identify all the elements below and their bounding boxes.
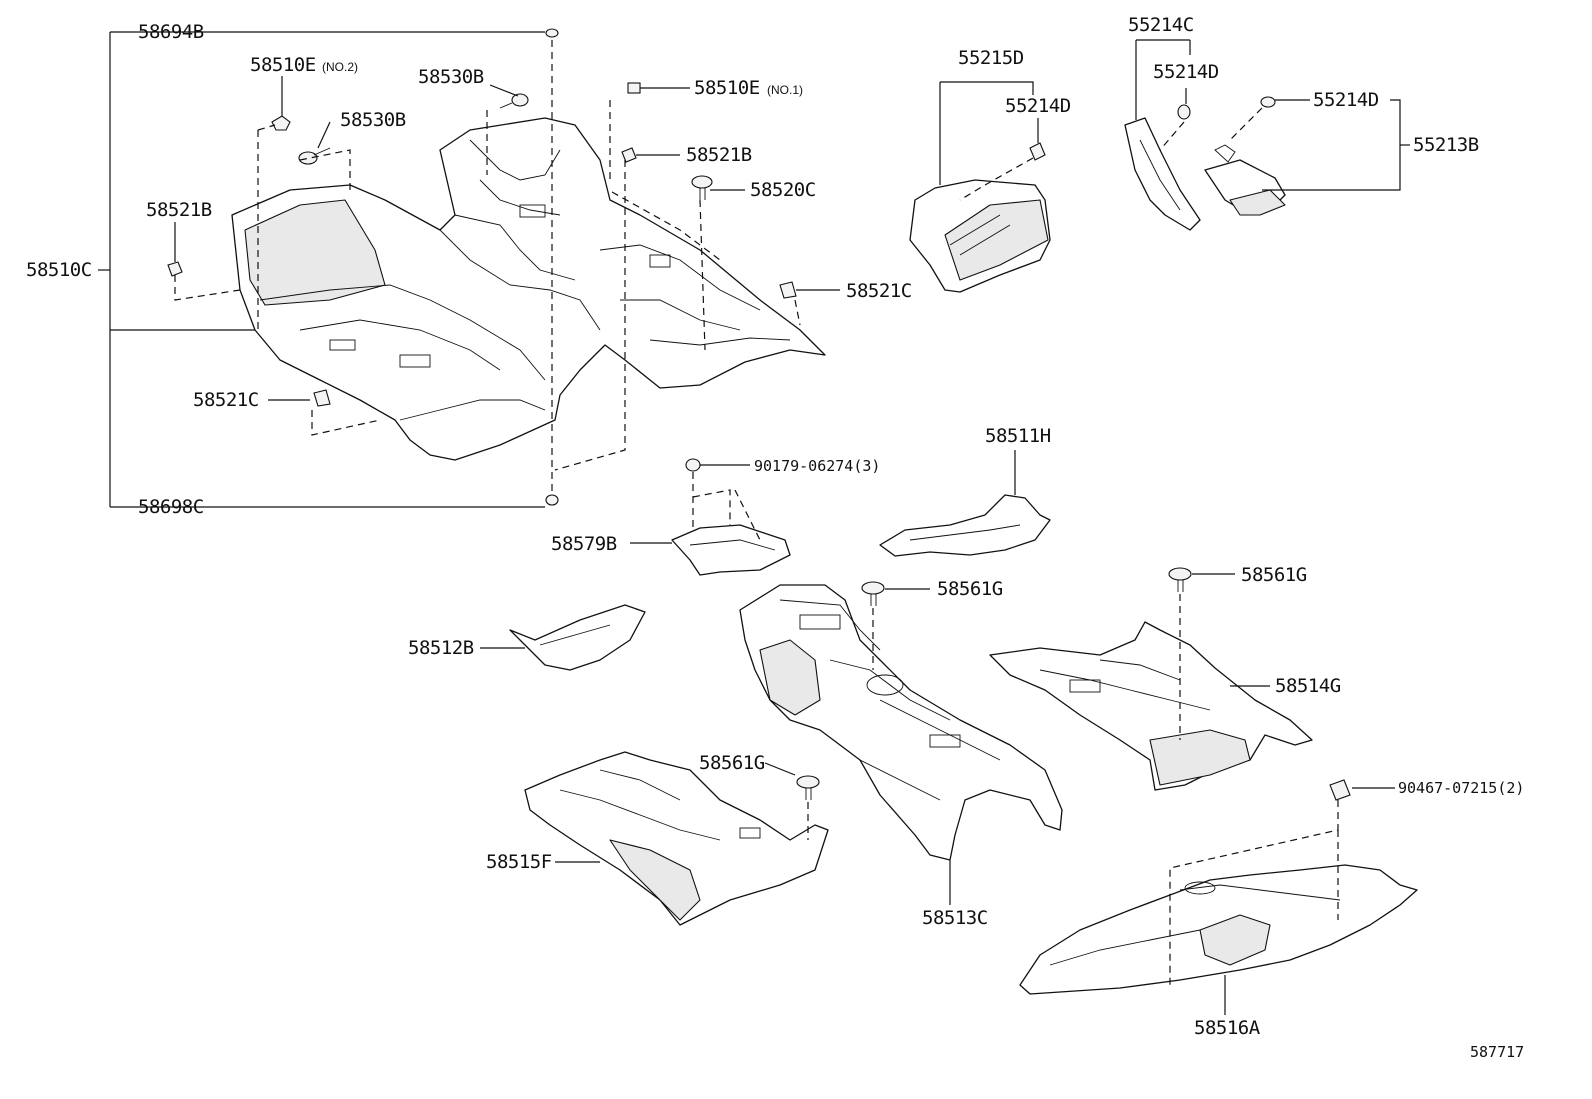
label-58530B-b: 58530B <box>340 109 406 131</box>
label-55214D-a: 55214D <box>1005 95 1071 117</box>
label-58510E-no1-note: (NO.1) <box>767 83 803 97</box>
pin-58520C-icon <box>691 175 713 200</box>
clip-58694B-icon <box>545 28 559 38</box>
label-58561G-c: 58561G <box>699 752 765 774</box>
tunnel-insulator-58513C <box>739 584 1063 861</box>
duct-55214C <box>1124 117 1201 231</box>
label-58561G-a: 58561G <box>937 578 1003 600</box>
pin-58561G-c-icon <box>796 775 820 800</box>
label-58510E-no1: 58510E <box>694 77 760 99</box>
label-58521B-a: 58521B <box>686 144 752 166</box>
label-58698C: 58698C <box>138 496 204 518</box>
label-90467-07215: 90467-07215(2) <box>1398 779 1524 797</box>
clip-58521C-a-icon <box>779 281 797 299</box>
label-58521C-b: 58521C <box>193 389 259 411</box>
label-58514G: 58514G <box>1275 675 1341 697</box>
label-58516A: 58516A <box>1194 1017 1261 1039</box>
label-55214D-b: 55214D <box>1153 61 1219 83</box>
insulator-58511H <box>879 494 1051 557</box>
label-58510C: 58510C <box>26 259 92 281</box>
label-58511H: 58511H <box>985 425 1051 447</box>
diagram-id: 587717 <box>1470 1043 1524 1061</box>
label-55213B: 55213B <box>1413 134 1479 156</box>
label-58520C: 58520C <box>750 179 816 201</box>
clip-90467-icon <box>1329 779 1351 801</box>
label-55215D: 55215D <box>958 47 1024 69</box>
pin-58561G-a-icon <box>861 581 885 606</box>
bracket-58579B <box>671 524 791 576</box>
label-58512B: 58512B <box>408 637 474 659</box>
label-58521C-a: 58521C <box>846 280 912 302</box>
label-58510E-no2: 58510E <box>250 54 316 76</box>
clip-58510E-no1-icon <box>627 82 641 94</box>
insulator-58512B <box>509 604 646 671</box>
label-58579B: 58579B <box>551 533 617 555</box>
clip-55214D-c-icon <box>1260 96 1276 108</box>
label-58530B-a: 58530B <box>418 66 484 88</box>
label-58510E-no2-note: (NO.2) <box>322 60 358 74</box>
label-58694B: 58694B <box>138 21 204 43</box>
floor-carpet-assembly <box>231 117 826 461</box>
part-labels: 58694B 58510E (NO.2) 58530B 58530B 58510… <box>26 14 1524 1061</box>
label-58521B-b: 58521B <box>146 199 212 221</box>
clip-58698C-icon <box>545 494 559 506</box>
label-55214C: 55214C <box>1128 14 1194 36</box>
clip-55214D-b-icon <box>1177 104 1191 120</box>
pin-58561G-b-icon <box>1168 567 1192 592</box>
insulator-58516A <box>1019 864 1418 995</box>
clip-58521B-a-icon <box>621 147 637 163</box>
screw-58530B-b-icon <box>499 93 529 109</box>
nut-90179-icon <box>685 458 701 472</box>
duct-55213B <box>1204 144 1286 216</box>
label-58561G-b: 58561G <box>1241 564 1307 586</box>
clip-58510E-no2-icon <box>271 115 291 131</box>
label-55214D-c: 55214D <box>1313 89 1379 111</box>
clip-55214D-a-icon <box>1029 142 1046 161</box>
label-58515F: 58515F <box>486 851 552 873</box>
insulator-58514G <box>989 621 1313 791</box>
console-duct-55215D <box>909 179 1051 293</box>
clip-58521C-b-icon <box>313 389 331 407</box>
screw-58530B-a-icon <box>298 147 331 165</box>
clip-58521B-b-icon <box>167 261 183 277</box>
label-58513C: 58513C <box>922 907 988 929</box>
label-90179-06274: 90179-06274(3) <box>754 457 880 475</box>
insulator-58515F <box>524 751 829 926</box>
